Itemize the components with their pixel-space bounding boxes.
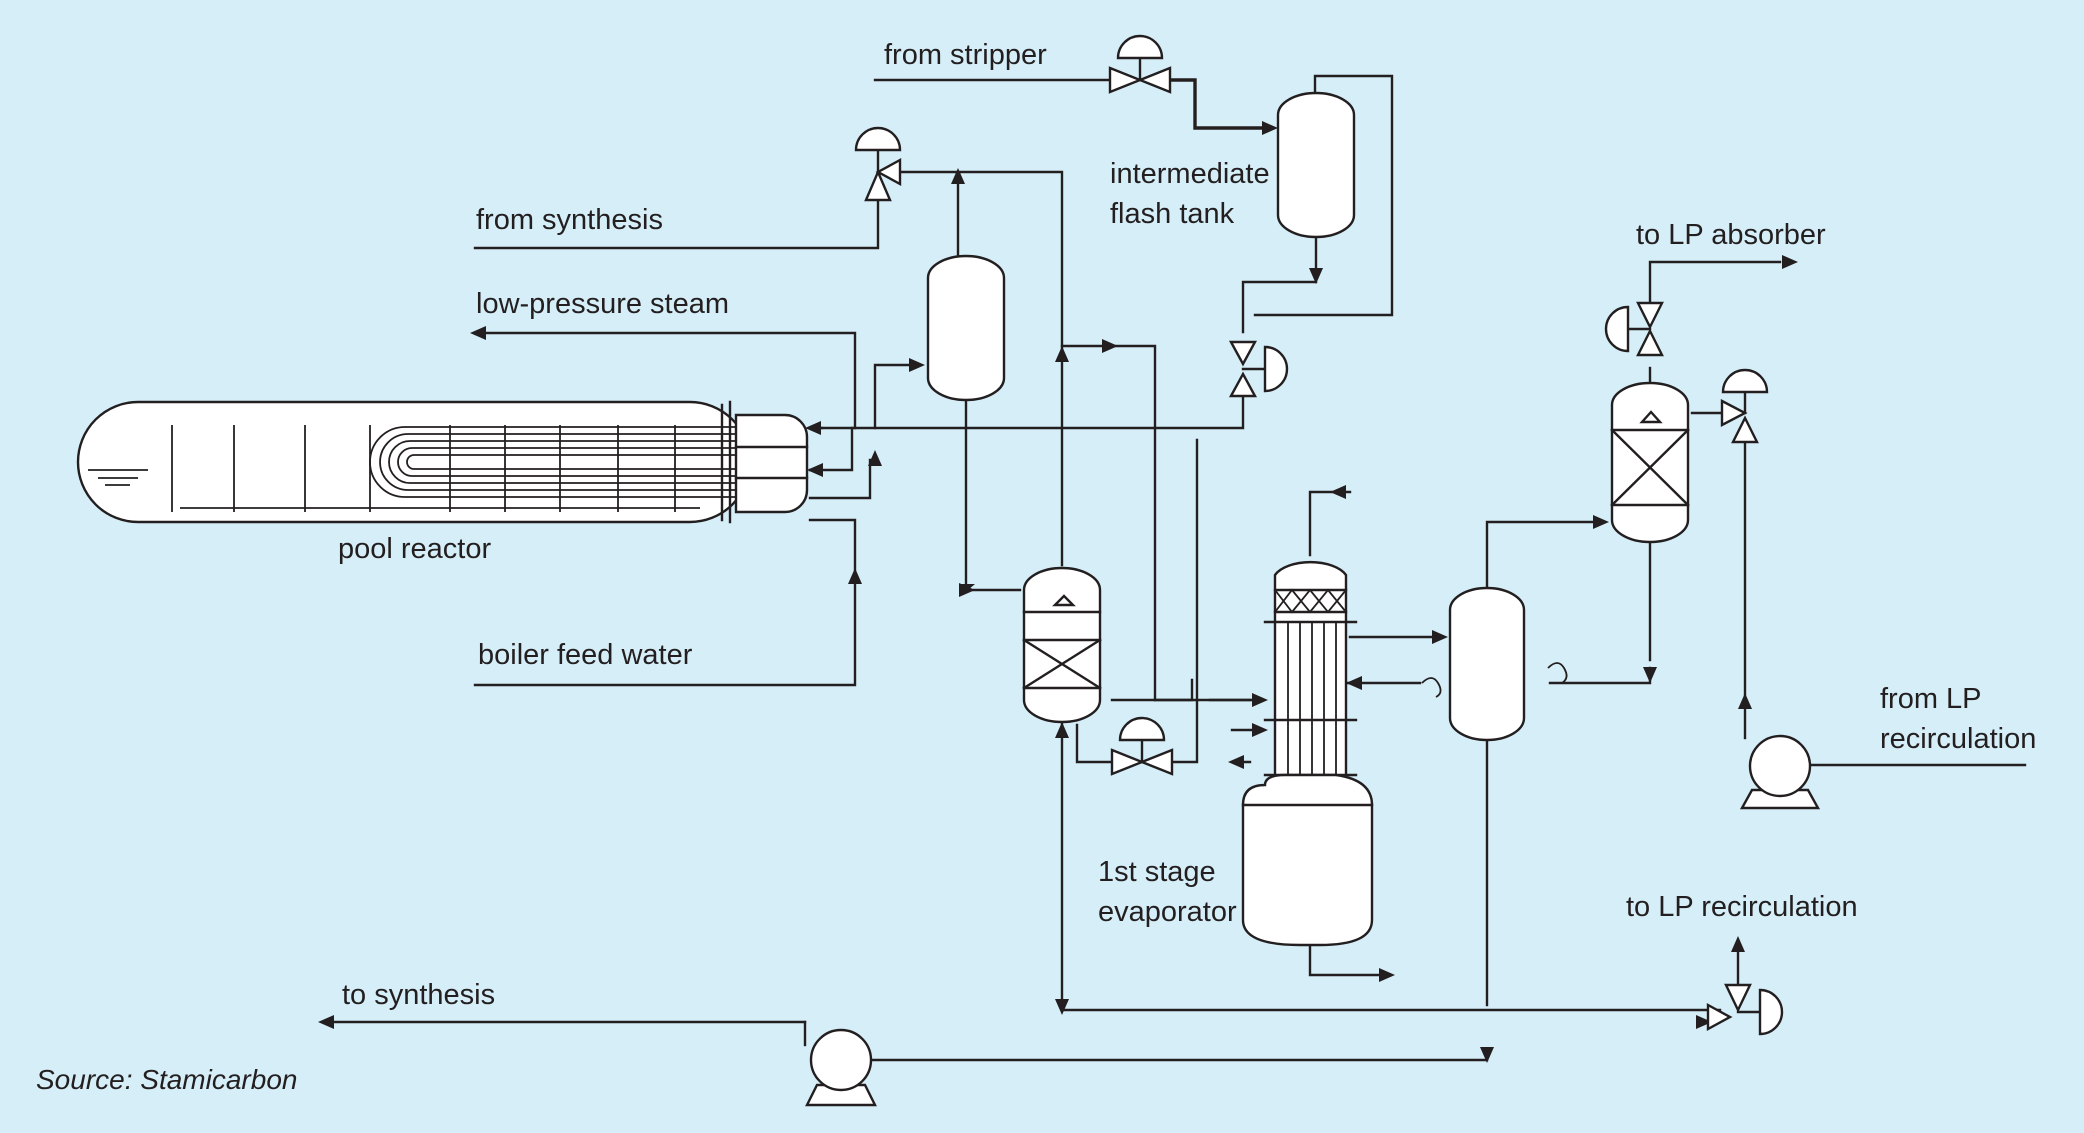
control-valve-stripper — [1108, 34, 1172, 94]
pump-to-synthesis — [805, 1028, 877, 1107]
label-intermediate-flash-tank-line1: intermediate — [1110, 158, 1270, 190]
control-valve-absorber-vent — [1604, 301, 1664, 357]
pool-reactor — [76, 400, 809, 524]
intermediate-flash-tank — [1276, 91, 1356, 239]
evaporator-separator — [1421, 586, 1568, 742]
label-pool-reactor: pool reactor — [338, 533, 491, 565]
label-from-synthesis: from synthesis — [476, 204, 663, 236]
label-intermediate-flash-tank-line2: flash tank — [1110, 198, 1235, 230]
first-stage-evaporator — [1241, 560, 1374, 947]
label-low-pressure-steam: low-pressure steam — [476, 288, 729, 320]
label-from-lp-recirculation-line2: recirculation — [1880, 723, 2036, 755]
control-valve-flash-outlet — [1228, 340, 1289, 398]
label-first-stage-evaporator-line1: 1st stage — [1098, 856, 1216, 888]
control-valve-absorber-feed — [1720, 368, 1769, 444]
lp-absorber — [1610, 381, 1690, 544]
label-boiler-feed-water: boiler feed water — [478, 639, 693, 671]
control-valve-scrubber-outlet — [1110, 716, 1174, 776]
control-valve-synthesis — [854, 126, 902, 202]
label-to-lp-absorber: to LP absorber — [1636, 219, 1826, 251]
control-valve-lp-recirculation — [1706, 983, 1784, 1036]
pump-lp-recirculation — [1739, 734, 1821, 810]
labels: from stripper intermediate flash tank fr… — [36, 39, 2036, 1095]
label-from-lp-recirculation-line1: from LP — [1880, 683, 1982, 715]
source-credit: Source: Stamicarbon — [36, 1064, 297, 1095]
flow-arrows — [318, 121, 1798, 1063]
gas-liquid-separator — [926, 254, 1006, 402]
label-to-synthesis: to synthesis — [342, 979, 495, 1011]
scrubber-column — [1022, 566, 1102, 724]
label-first-stage-evaporator-line2: evaporator — [1098, 896, 1237, 928]
label-to-lp-recirculation: to LP recirculation — [1626, 891, 1858, 923]
label-from-stripper: from stripper — [884, 39, 1047, 71]
